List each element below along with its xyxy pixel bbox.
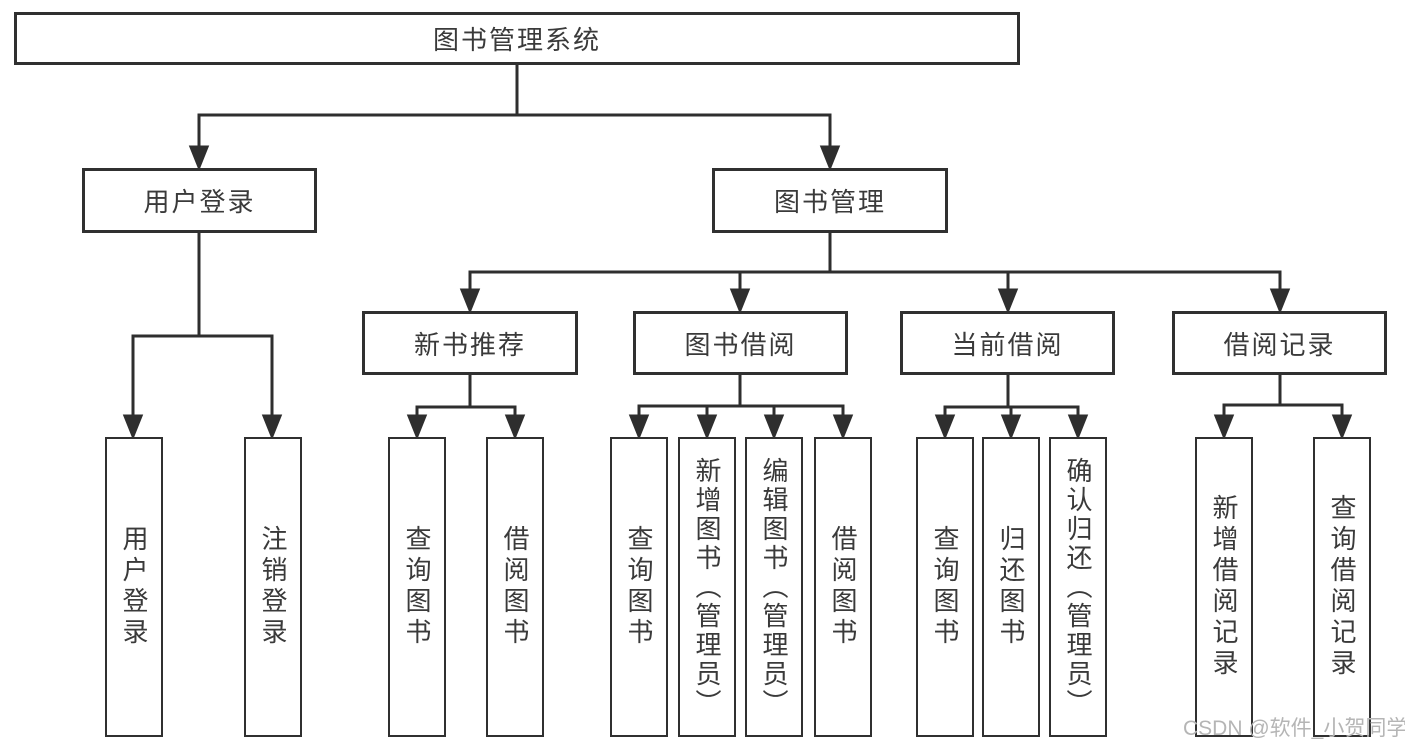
leaf-edit-books-admin: 编辑图书（管理员）	[745, 437, 803, 737]
leaf-add-books-admin: 新增图书（管理员）	[678, 437, 736, 737]
leaf-query-books-recommend: 查询图书	[388, 437, 446, 737]
leaf-query-books-current: 查询图书	[916, 437, 974, 737]
node-book-management: 图书管理	[712, 168, 948, 233]
node-current-borrowing: 当前借阅	[900, 311, 1115, 375]
leaf-query-books-borrowing: 查询图书	[610, 437, 668, 737]
node-book-borrowing: 图书借阅	[633, 311, 848, 375]
leaf-add-borrow-record: 新增借阅记录	[1195, 437, 1253, 737]
leaf-logout: 注销登录	[244, 437, 302, 737]
leaf-borrow-books-borrowing: 借阅图书	[814, 437, 872, 737]
node-new-book-recommendation: 新书推荐	[362, 311, 578, 375]
node-library-management-system: 图书管理系统	[14, 12, 1020, 65]
leaf-query-borrow-record: 查询借阅记录	[1313, 437, 1371, 737]
leaf-confirm-return-admin: 确认归还（管理员）	[1049, 437, 1107, 737]
leaf-borrow-books-recommend: 借阅图书	[486, 437, 544, 737]
leaf-return-books: 归还图书	[982, 437, 1040, 737]
leaf-user-login: 用户登录	[105, 437, 163, 737]
node-borrowing-records: 借阅记录	[1172, 311, 1387, 375]
csdn-watermark: CSDN @软件_小贺同学	[1183, 717, 1405, 740]
node-user-login: 用户登录	[82, 168, 317, 233]
